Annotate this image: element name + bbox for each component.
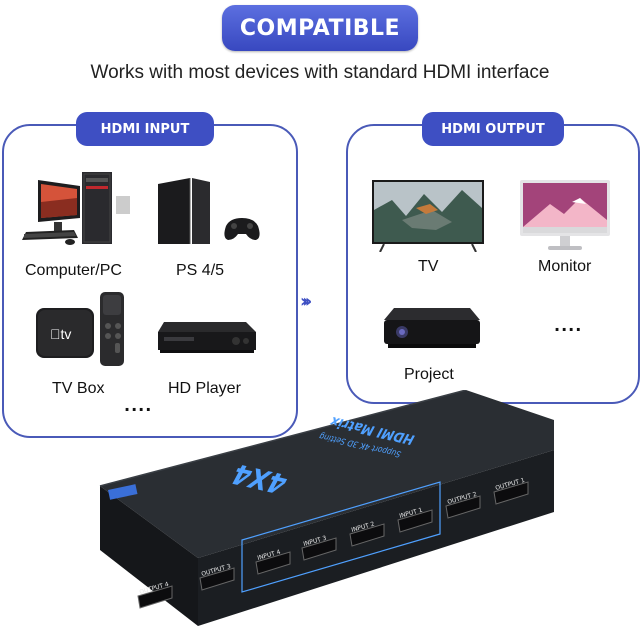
more-outputs-indicator: .... [554,316,583,335]
tv-box-icon: tv [36,292,128,368]
computer-icon [20,172,132,252]
device-label-projector: Project [404,366,454,383]
device-label-tv-box: TV Box [52,380,105,397]
device-label-tv: TV [418,258,439,275]
device-label-hd-player: HD Player [168,380,241,397]
hdmi-input-panel [2,124,298,438]
playstation-icon [156,174,268,246]
more-inputs-indicator: .... [124,396,153,415]
hdmi-output-panel [346,124,640,404]
device-label-computer: Computer/PC [25,262,122,279]
device-label-playstation: PS 4/5 [176,262,225,279]
hdmi-matrix-device: 4X4 HDMI Matrix Support 4K 3D Setting OU… [80,389,560,634]
dvd-player-icon [156,318,260,358]
monitor-icon [520,180,612,252]
device-label-monitor: Monitor [538,258,592,275]
svg-text:tv: tv [50,326,71,342]
subtitle: Works with most devices with standard HD… [90,62,550,83]
tv-icon [372,180,486,252]
hdmi-output-title: HDMI OUTPUT [422,112,564,146]
hdmi-input-title: HDMI INPUT [76,112,214,146]
arrow-right-icon: ››› [300,291,312,312]
projector-icon [382,304,482,350]
compatible-badge: COMPATIBLE [222,5,418,51]
